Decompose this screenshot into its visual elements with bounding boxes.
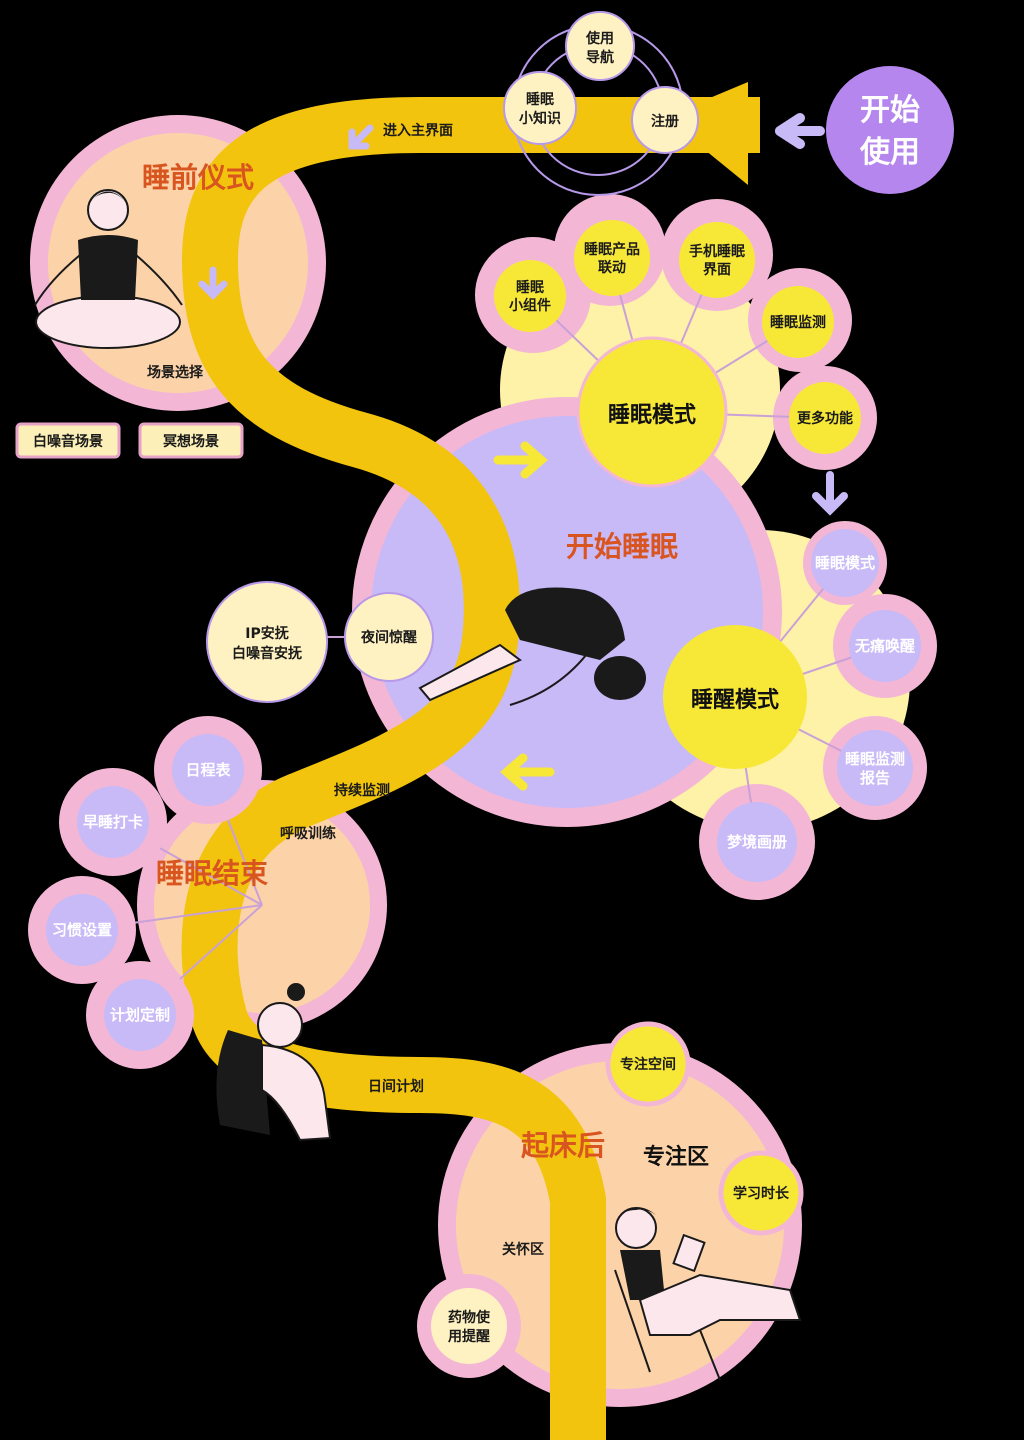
early-checkin-node[interactable]: 早睡打卡 <box>59 768 167 876</box>
tips-label-1: 睡眠 <box>526 92 554 108</box>
night-wake-label: 夜间惊醒 <box>360 629 417 646</box>
left-arrow-icon <box>500 753 555 791</box>
sleep-widget-node[interactable]: 睡眠 小组件 <box>494 260 566 332</box>
habit-label: 习惯设置 <box>52 921 112 939</box>
down-arrow-icon <box>198 266 228 300</box>
product-label-2: 联动 <box>598 259 626 276</box>
widget-label-2: 小组件 <box>509 297 551 314</box>
focus-space-node[interactable]: 专注空间 <box>605 1021 691 1107</box>
continuous-monitor-label: 持续监测 <box>334 782 390 799</box>
study-time-node[interactable]: 学习时长 <box>718 1150 804 1236</box>
focus-zone-label: 专注区 <box>643 1144 709 1170</box>
widget-label-1: 睡眠 <box>516 280 544 296</box>
painless-wake-node[interactable]: 无痛唤醒 <box>849 610 921 682</box>
start-sleep-title: 开始睡眠 <box>566 530 678 563</box>
schedule-label: 日程表 <box>185 761 231 779</box>
start-label-2: 使用 <box>859 135 920 170</box>
down-arrow-right-icon <box>812 471 848 516</box>
plan-custom-node[interactable]: 计划定制 <box>86 961 194 1069</box>
wm-sleep-mode-node[interactable]: 睡眠模式 <box>811 529 879 597</box>
sleeping-figure <box>418 587 646 706</box>
product-label-1: 睡眠产品 <box>584 241 640 258</box>
phone-label-1: 手机睡眠 <box>689 243 745 260</box>
right-arrow-icon <box>493 441 548 479</box>
night-wake-node[interactable]: 夜间惊醒 <box>344 592 434 682</box>
hugging-knees-figure <box>216 983 332 1142</box>
wake-mode-title: 睡醒模式 <box>691 688 779 713</box>
med-label-1: 药物使 <box>448 1309 491 1326</box>
enter-main-arrow-icon <box>348 124 374 150</box>
report-label-2: 报告 <box>860 769 890 787</box>
tips-label-2: 小知识 <box>519 110 561 127</box>
guide-label-1: 使用 <box>585 30 614 47</box>
med-label-2: 用提醒 <box>448 1329 490 1345</box>
guide-label-2: 导航 <box>586 49 614 66</box>
meditation-scene-tag[interactable]: 冥想场景 <box>138 422 244 459</box>
register-node[interactable]: 注册 <box>631 86 699 154</box>
start-label-1: 开始 <box>860 93 920 128</box>
breathing-label: 呼吸训练 <box>280 825 336 842</box>
more-label: 更多功能 <box>797 410 853 427</box>
guide-node[interactable]: 使用 导航 <box>565 11 635 81</box>
care-zone-label: 关怀区 <box>502 1241 544 1258</box>
habit-setting-node[interactable]: 习惯设置 <box>28 876 136 984</box>
wm-sleep-mode-label: 睡眠模式 <box>815 554 875 572</box>
after-wake-title: 起床后 <box>521 1129 605 1162</box>
painless-label: 无痛唤醒 <box>854 637 915 655</box>
meditation-scene-label: 冥想场景 <box>163 433 219 450</box>
monitor-label: 睡眠监测 <box>770 314 826 331</box>
white-noise-scene-label: 白噪音场景 <box>33 433 103 450</box>
scene-select-label: 场景选择 <box>147 364 204 381</box>
report-label-1: 睡眠监测 <box>845 750 905 768</box>
study-time-label: 学习时长 <box>733 1185 790 1202</box>
monitor-report-node[interactable]: 睡眠监测 报告 <box>837 730 913 806</box>
product-link-node[interactable]: 睡眠产品 联动 <box>574 220 650 296</box>
phone-screen-node[interactable]: 手机睡眠 界面 <box>679 222 755 298</box>
plan-label: 计划定制 <box>110 1006 170 1024</box>
reading-figure <box>614 1207 802 1381</box>
pre-sleep-title: 睡前仪式 <box>142 161 254 194</box>
comfort-label-2: 白噪音安抚 <box>232 645 302 662</box>
start-arrow-icon <box>775 113 825 149</box>
start-use-button[interactable]: 开始 使用 <box>826 66 954 194</box>
focus-space-label: 专注空间 <box>620 1056 676 1073</box>
early-checkin-label: 早睡打卡 <box>83 813 143 831</box>
wake-mode-node[interactable]: 睡醒模式 <box>663 625 807 769</box>
medication-reminder-node[interactable]: 药物使 用提醒 <box>417 1274 521 1378</box>
sleep-mode-node[interactable]: 睡眠模式 <box>576 336 728 488</box>
comfort-node[interactable]: IP安抚 白噪音安抚 <box>206 581 328 703</box>
white-noise-scene-tag[interactable]: 白噪音场景 <box>15 422 121 459</box>
register-label: 注册 <box>651 113 679 130</box>
sleep-monitor-node[interactable]: 睡眠监测 <box>762 286 834 358</box>
dream-album-node[interactable]: 梦境画册 <box>717 802 797 882</box>
sleep-end-title: 睡眠结束 <box>156 857 268 890</box>
sleep-mode-title: 睡眠模式 <box>608 403 696 428</box>
meditating-figure <box>34 189 183 349</box>
day-plan-label: 日间计划 <box>368 1078 424 1095</box>
enter-main-label: 进入主界面 <box>383 122 453 139</box>
tips-node[interactable]: 睡眠 小知识 <box>503 71 577 145</box>
comfort-label-1: IP安抚 <box>245 625 288 642</box>
road-head <box>705 82 748 185</box>
more-features-node[interactable]: 更多功能 <box>789 382 861 454</box>
dream-label: 梦境画册 <box>727 833 787 851</box>
phone-label-2: 界面 <box>703 262 731 278</box>
schedule-node[interactable]: 日程表 <box>154 716 262 824</box>
